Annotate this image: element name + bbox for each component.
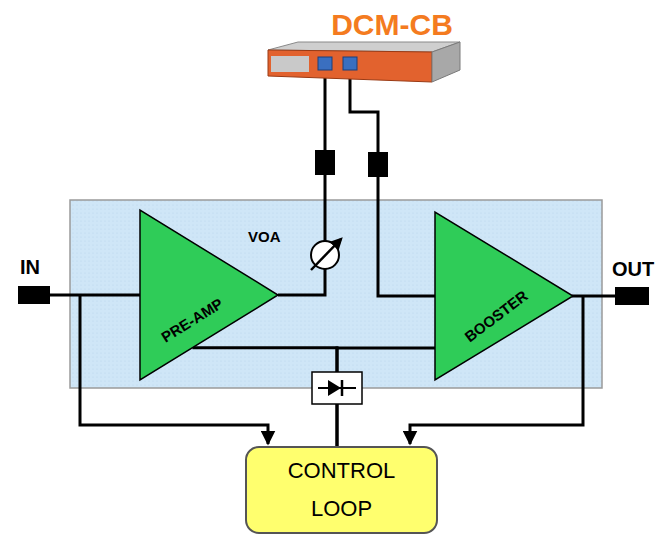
device-side <box>432 42 460 82</box>
photodiode-bar <box>341 380 344 396</box>
device-port <box>318 57 332 70</box>
fiber-connector <box>368 152 388 177</box>
port-label: OUT <box>612 258 654 281</box>
device-front <box>268 50 432 82</box>
photodiode-symbol <box>328 380 341 396</box>
port-label: VOA <box>248 228 281 245</box>
voa-arrow <box>311 239 341 270</box>
input-port <box>18 286 50 304</box>
control-box: CONTROL LOOP <box>245 446 438 534</box>
device-title: DCM-CB <box>292 4 492 42</box>
fiber-connector <box>315 150 335 175</box>
device-panel <box>271 56 309 72</box>
amplifier-triangle: BOOSTER <box>435 212 573 380</box>
control-label: CONTROL LOOP <box>282 452 402 528</box>
input-fiber <box>50 294 141 297</box>
output-fiber <box>572 295 616 298</box>
port-label: IN <box>20 256 40 279</box>
output-port <box>615 287 649 305</box>
triangle-outline <box>435 212 573 380</box>
photodiode-box <box>312 372 362 404</box>
dcm-device: DCM-CB <box>263 4 463 88</box>
fiber-connector-line <box>350 70 435 296</box>
device-port <box>343 57 357 70</box>
amplifier-shape <box>435 212 573 380</box>
